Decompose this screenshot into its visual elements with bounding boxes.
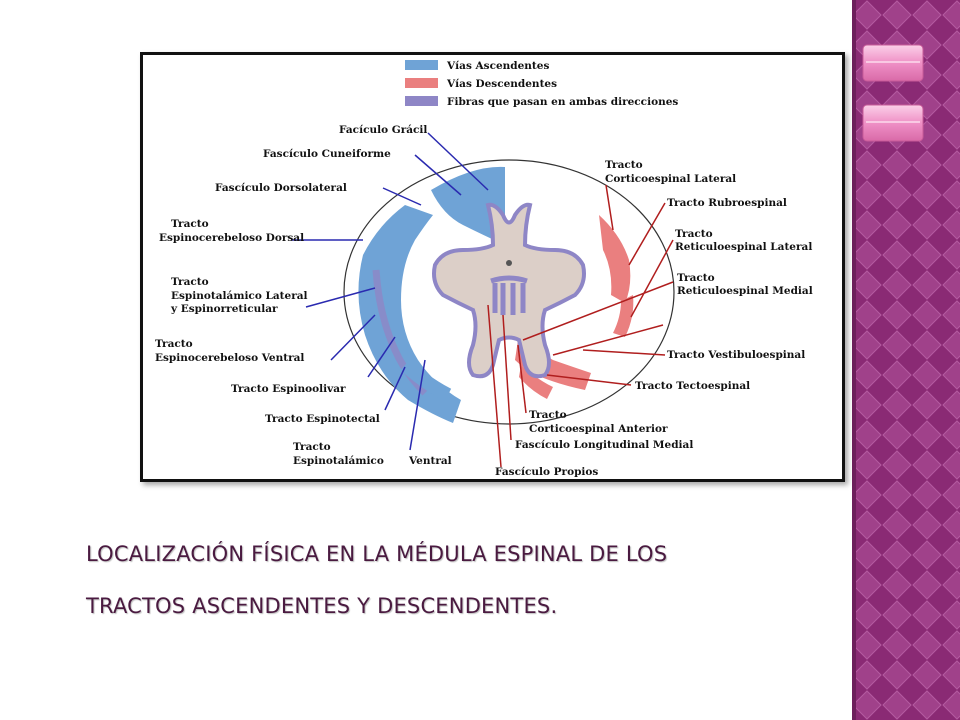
label-espinocerebeloso-dorsal-1: Tracto xyxy=(171,218,209,230)
label-reticuloespinal-lateral-1: Tracto xyxy=(675,228,713,240)
label-cuneiforme: Fascículo Cuneiforme xyxy=(263,148,391,160)
leader-lines xyxy=(291,132,489,451)
label-reticuloespinal-medial-2: Reticuloespinal Medial xyxy=(677,285,813,297)
dorsal-columns-ascending xyxy=(431,166,505,245)
label-propios: Fascículo Propios xyxy=(495,466,598,478)
caption-line-2: TRACTOS ASCENDENTES Y DESCENDENTES. xyxy=(86,594,558,618)
label-espinotalamico-lateral-1: Tracto xyxy=(171,276,209,288)
label-corticoespinal-anterior-1: Tracto xyxy=(529,409,567,421)
label-espinotalamico-ventral-1: Tracto xyxy=(293,441,331,453)
label-vestibuloespinal: Tracto Vestibuloespinal xyxy=(667,349,805,361)
label-tectoespinal: Tracto Tectoespinal xyxy=(635,380,750,392)
label-gracil: Facículo Grácil xyxy=(339,124,427,136)
caption-line-1: LOCALIZACIÓN FÍSICA EN LA MÉDULA ESPINAL… xyxy=(86,542,668,566)
legend: Vías Ascendentes Vías Descendentes Fibra… xyxy=(405,60,678,108)
spinal-cord xyxy=(343,159,675,425)
label-dorsolateral: Fascículo Dorsolateral xyxy=(215,182,347,194)
rounded-bar-icon xyxy=(862,44,924,82)
legend-swatch-descending xyxy=(405,78,438,88)
label-espinotalamico-lateral-2: Espinotalámico Lateral xyxy=(171,290,308,302)
anterior-fibers xyxy=(492,283,526,315)
label-corticoespinal-lateral-1: Tracto xyxy=(605,159,643,171)
legend-descending-label: Vías Descendentes xyxy=(446,78,557,90)
label-reticuloespinal-medial-1: Tracto xyxy=(677,272,715,284)
label-espinocerebeloso-dorsal-2: Espinocerebeloso Dorsal xyxy=(159,232,304,244)
label-espinotalamico-ventral-3: Ventral xyxy=(408,455,452,467)
central-canal xyxy=(506,260,512,266)
label-corticoespinal-anterior-2: Corticoespinal Anterior xyxy=(529,423,668,435)
label-longitudinal-medial: Fascículo Longitudinal Medial xyxy=(515,439,693,451)
slide-caption: LOCALIZACIÓN FÍSICA EN LA MÉDULA ESPINAL… xyxy=(86,528,846,632)
legend-both-label: Fibras que pasan en ambas direcciones xyxy=(447,96,678,108)
lateral-ascending-tracts xyxy=(358,205,461,423)
rubrospinal xyxy=(613,295,634,337)
label-corticoespinal-lateral-2: Corticoespinal Lateral xyxy=(605,173,736,185)
anterior-commissure xyxy=(490,275,528,284)
rounded-bar-icon xyxy=(862,104,924,142)
spinoolivar-region xyxy=(400,359,452,402)
spinal-cord-cross-section: Vías Ascendentes Vías Descendentes Fibra… xyxy=(155,60,813,478)
legend-ascending-label: Vías Ascendentes xyxy=(446,60,549,72)
label-espinocerebeloso-ventral-2: Espinocerebeloso Ventral xyxy=(155,352,304,364)
nav-button-down[interactable] xyxy=(862,104,924,142)
label-reticuloespinal-lateral-2: Reticuloespinal Lateral xyxy=(675,241,812,253)
label-espinotalamico-ventral-2: Espinotalámico xyxy=(293,455,384,467)
label-espinocerebeloso-ventral-1: Tracto xyxy=(155,338,193,350)
spinal-cord-diagram: Vías Ascendentes Vías Descendentes Fibra… xyxy=(140,52,845,482)
label-rubroespinal: Tracto Rubroespinal xyxy=(667,197,787,209)
label-espinoolivar: Tracto Espinoolivar xyxy=(231,383,346,395)
gray-matter xyxy=(432,202,586,379)
legend-swatch-ascending xyxy=(405,60,438,70)
leader-lines-descending xyxy=(487,184,674,468)
label-espinotectal: Tracto Espinotectal xyxy=(265,413,380,425)
corticospinal-lateral xyxy=(599,215,631,303)
nav-button-up[interactable] xyxy=(862,44,924,82)
legend-swatch-both xyxy=(405,96,438,106)
label-espinotalamico-lateral-3: y Espinorreticular xyxy=(170,303,278,315)
